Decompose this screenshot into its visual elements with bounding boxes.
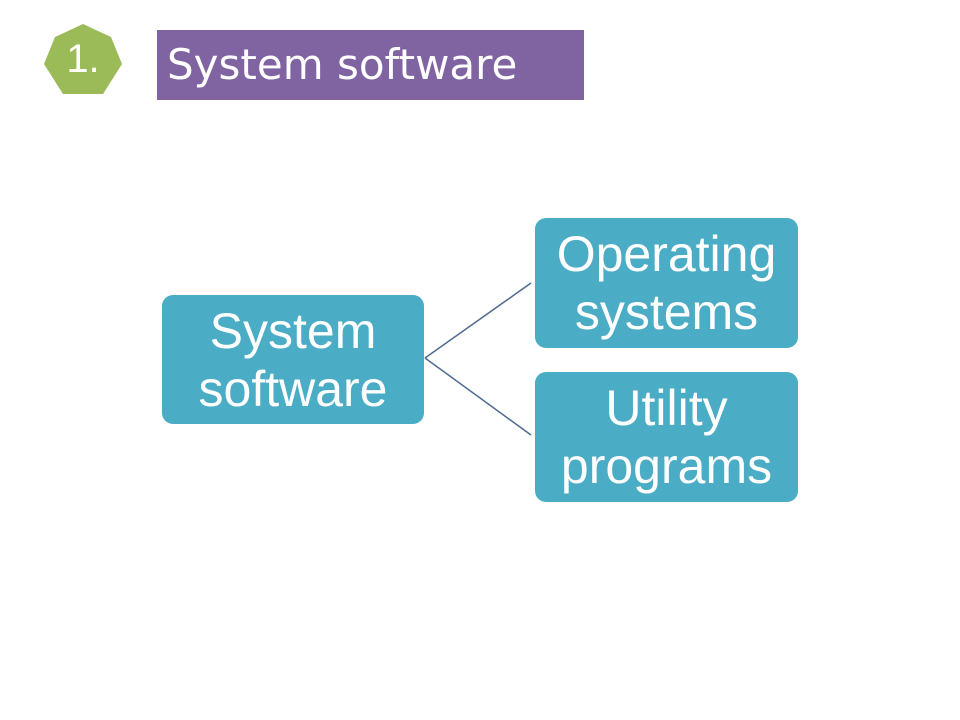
node-utility-programs: Utility programs [535,372,798,502]
node-label-line: Utility [605,380,728,436]
connector-to-operating-systems [424,282,532,359]
heptagon-icon [44,24,122,94]
slide-title: System software [167,40,518,89]
connector-to-utility-programs [424,357,532,436]
node-label-line: Operating [556,226,777,282]
node-operating-systems: Operating systems [535,218,798,348]
node-system-software: System software [162,295,424,424]
node-label-line: systems [574,284,759,340]
node-label-line: System [209,302,377,359]
slide-number: 1. [66,37,100,81]
node-label-line: programs [560,438,773,494]
slide-number-badge: 1. [44,24,122,94]
title-bar: System software [157,30,584,100]
node-label-line: software [198,360,388,417]
